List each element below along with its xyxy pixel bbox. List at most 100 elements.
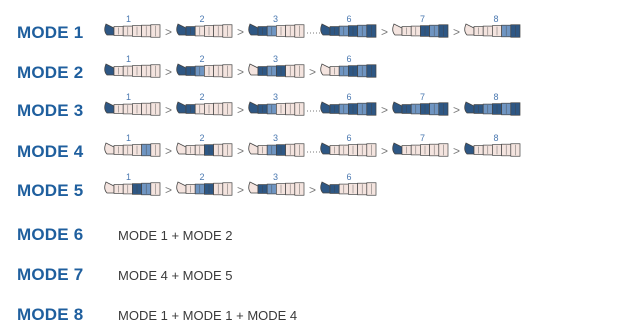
foot-icon	[176, 63, 187, 76]
foot-icon	[248, 63, 259, 76]
leg-step-icon	[248, 63, 305, 78]
mode-4-label: MODE 4	[17, 142, 84, 161]
step-arrow-separator: >	[309, 65, 316, 79]
step-arrow-separator: >	[165, 25, 172, 39]
leg-step-icon	[248, 23, 305, 38]
step-arrow-separator: >	[165, 65, 172, 79]
mode-5-label: MODE 5	[17, 181, 84, 200]
step-number: 7	[420, 14, 425, 24]
foot-icon	[176, 101, 187, 114]
leg-step-icon	[104, 181, 161, 196]
step-number: 1	[126, 14, 131, 24]
step-arrow-separator: >	[237, 65, 244, 79]
foot-icon	[464, 101, 475, 114]
leg-step-icon	[248, 101, 305, 116]
step-number: 6	[347, 133, 352, 143]
mode-8-combination: MODE 1 + MODE 1 + MODE 4	[118, 308, 298, 323]
step-arrow-separator: >	[165, 183, 172, 197]
foot-icon	[176, 23, 187, 36]
step-number: 6	[347, 172, 352, 182]
foot-icon	[320, 63, 331, 76]
mode-2-label: MODE 2	[17, 63, 84, 82]
step-number: 3	[273, 92, 278, 102]
step-number: 1	[126, 172, 131, 182]
foot-icon	[176, 181, 187, 194]
step-arrow-separator: >	[453, 103, 460, 117]
step-arrow-separator: >	[165, 103, 172, 117]
leg-step-icon	[104, 101, 161, 116]
foot-icon	[104, 63, 115, 76]
foot-icon	[320, 101, 331, 114]
step-number: 6	[347, 54, 352, 64]
step-number: 3	[273, 54, 278, 64]
foot-icon	[392, 101, 403, 114]
leg-step-icon	[176, 101, 233, 116]
step-arrow-separator: >	[453, 25, 460, 39]
leg-step-icon	[320, 142, 377, 157]
step-number: 3	[273, 172, 278, 182]
foot-icon	[104, 181, 115, 194]
mode-7-label: MODE 7	[17, 265, 84, 284]
mode-3-label: MODE 3	[17, 101, 84, 120]
leg-step-icon	[392, 142, 449, 157]
step-number: 8	[494, 92, 499, 102]
step-number: 1	[126, 54, 131, 64]
step-number: 2	[200, 54, 205, 64]
leg-step-icon	[104, 23, 161, 38]
step-arrow-separator: >	[237, 144, 244, 158]
foot-icon	[248, 23, 259, 36]
foot-icon	[320, 142, 331, 155]
leg-step-icon	[104, 142, 161, 157]
leg-step-icon	[176, 23, 233, 38]
leg-step-icon	[176, 63, 233, 78]
mode-7-combination: MODE 4 + MODE 5	[118, 268, 233, 283]
leg-step-icon	[176, 142, 233, 157]
foot-icon	[248, 101, 259, 114]
step-number: 7	[420, 133, 425, 143]
step-number: 2	[200, 14, 205, 24]
foot-icon	[248, 142, 259, 155]
foot-icon	[464, 23, 475, 36]
leg-step-icon	[320, 181, 377, 196]
step-arrow-separator: >	[237, 25, 244, 39]
leg-step-icon	[392, 23, 449, 38]
step-arrow-separator: >	[381, 144, 388, 158]
leg-step-icon	[320, 23, 377, 38]
foot-icon	[320, 181, 331, 194]
step-arrow-separator: >	[381, 25, 388, 39]
mode-6-label: MODE 6	[17, 225, 84, 244]
step-number: 6	[347, 14, 352, 24]
step-number: 7	[420, 92, 425, 102]
leg-step-icon	[248, 181, 305, 196]
step-number: 6	[347, 92, 352, 102]
step-number: 8	[494, 14, 499, 24]
mode-8-label: MODE 8	[17, 305, 84, 324]
leg-step-icon	[320, 63, 377, 78]
leg-step-icon	[464, 23, 521, 38]
foot-icon	[104, 23, 115, 36]
foot-icon	[464, 142, 475, 155]
step-arrow-separator: >	[381, 103, 388, 117]
step-arrow-separator: >	[237, 103, 244, 117]
leg-step-icon	[464, 142, 521, 157]
leg-step-icon	[392, 101, 449, 116]
foot-icon	[176, 142, 187, 155]
foot-icon	[104, 101, 115, 114]
leg-step-icon	[248, 142, 305, 157]
step-number: 3	[273, 133, 278, 143]
foot-icon	[248, 181, 259, 194]
leg-step-icon	[176, 181, 233, 196]
leg-step-icon	[464, 101, 521, 116]
mode-1-label: MODE 1	[17, 23, 84, 42]
step-number: 1	[126, 133, 131, 143]
step-number: 1	[126, 92, 131, 102]
step-number: 2	[200, 92, 205, 102]
leg-step-icon	[320, 101, 377, 116]
step-number: 2	[200, 133, 205, 143]
foot-icon	[104, 142, 115, 155]
foot-icon	[392, 23, 403, 36]
step-number: 8	[494, 133, 499, 143]
step-number: 2	[200, 172, 205, 182]
